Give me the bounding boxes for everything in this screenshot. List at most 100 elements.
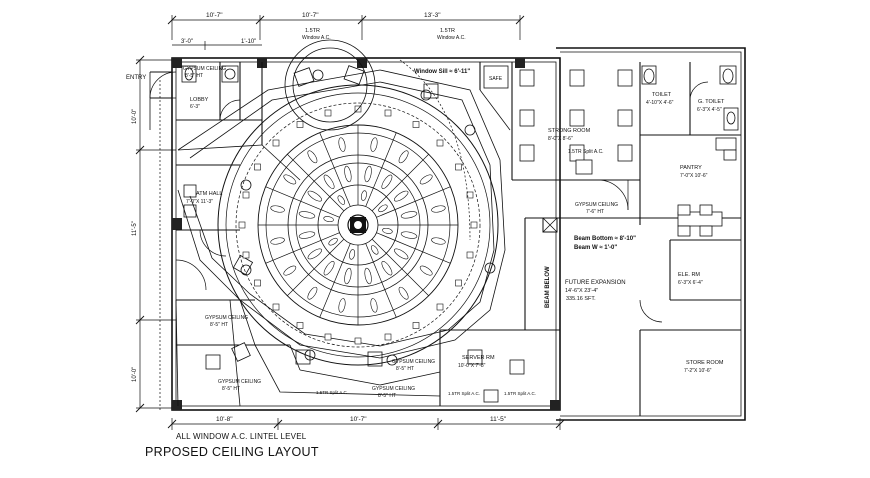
label-future-expansion: FUTURE EXPANSION [565,280,626,286]
ceiling-light-fixture [381,261,393,276]
label-gypsum-bottom2-ht: 8'-5" HT [378,393,396,399]
label-strong-room: STRONG ROOM [548,128,591,134]
ceiling-light-fixture [382,227,393,234]
ceiling-light-fixture [370,137,378,152]
label-gypsum-center: GYPSUM CEILING [392,359,435,365]
dim-top-1: 10'-7" [206,12,223,19]
ceiling-light-fixture [307,248,322,260]
label-window-sill: Window Sill ≈ 6'-11" [414,69,470,75]
label-server-rm: SERVER RM [462,355,495,361]
ceiling-light-fixture [400,211,418,219]
circular-ceiling-lights [238,105,478,345]
label-gypsum-top-ht: 8'-5" HT [185,73,203,79]
dim-bottom-2: 10'-7" [350,416,367,423]
cove-light-fixture [412,121,420,128]
ceiling-light-fixture [323,261,335,276]
label-beam-vertical: BEAM BELOW [545,266,551,308]
label-pantry-size: 7'-0"X 10'-6" [680,173,708,179]
dimension-ticks [135,15,565,429]
dim-bottom-3: 11'-5" [490,416,507,423]
small-ceiling-circles [240,39,496,366]
ceiling-radial-line [287,154,345,212]
label-split-ac: 1.5TR Split A.C. [568,149,604,155]
ceiling-light-fixture [419,174,433,185]
ceiling-light-fixture [298,211,316,219]
ceiling-bulkheads [175,69,511,407]
cove-light-fixture [238,221,246,229]
dim-left-3: 10'-0" [132,367,138,382]
ceiling-light-fixture [307,150,318,164]
plan-labels: 10'-7" 10'-7" 13'-3" 3'-0" 1'-10" 10'-0"… [126,12,725,423]
partitions [176,62,741,416]
cove-light-fixture [296,322,304,329]
label-gypsum-mid-ht: 7'-6" HT [586,209,604,215]
label-store-room-size: 7'-2"X 10'-6" [684,368,712,374]
cove-light-fixture [436,139,444,147]
ceiling-light-fixture [337,195,346,205]
ceiling-radial-line [376,232,451,264]
label-store-room: STORE ROOM [686,360,724,366]
ceiling-light-fixture [349,249,356,260]
ceiling-light-fixture [370,245,379,255]
ceiling-light-fixture [360,190,367,201]
toilet-fixtures [181,65,739,131]
columns [172,58,560,410]
ceiling-light-fixture [394,248,409,260]
label-atm-hall-size: 7'-0"X 11'-3" [186,199,213,205]
ceiling-light-fixture [307,190,322,202]
cove-light-fixture [272,303,280,311]
cove-light-fixture [254,279,261,287]
drawing-note: ALL WINDOW A.C. LINTEL LEVEL [176,432,307,441]
label-strong-room-size: 8'-0"X 8'-6" [548,136,573,142]
label-entry: ENTRY [126,75,146,81]
label-ac-1b: Window A.C. [302,35,331,41]
ceiling-light-fixture [323,216,334,223]
ceiling-light-fixture [283,265,297,276]
ceiling-radial-line [287,238,345,296]
cove-light-fixture [296,121,304,128]
label-gypsum-bottom2: GYPSUM CEILING [372,386,415,392]
label-split-ac-3: 1.5TR Split A.C. [448,391,480,396]
label-future-size: 14'-6"X 23'-4" [565,288,598,294]
ceiling-light-fixture [370,298,378,313]
label-lobby-size: 6'-3" [190,104,200,110]
ceiling-light-fixture [270,237,285,245]
dim-sub-1: 3'-0" [181,39,193,45]
ceiling-radial-line [319,132,351,207]
ceiling-light-fixture [364,165,372,183]
label-pantry: PANTRY [680,165,702,171]
label-split-ac-4: 1.5TR Split A.C. [504,391,536,396]
label-beam-bottom: Beam Bottom ≈ 8'-10" [574,236,636,242]
label-g-toilet: G. TOILET [698,99,725,105]
ceiling-light-fixture [323,174,335,189]
cove-light-fixture [254,163,261,171]
pantry-furniture [677,137,737,237]
cove-light-fixture [455,163,462,171]
cove-light-fixture [354,337,362,345]
ceiling-radial-line [265,186,340,218]
dim-top-3: 13'-3" [424,12,441,19]
label-gypsum-mid: GYPSUM CEILING [575,202,618,208]
label-elec-rm: ELE. RM [678,272,700,278]
cove-light-fixture [242,251,250,259]
dim-left-1: 10'-0" [132,109,138,124]
label-lobby: LOBBY [190,97,209,103]
label-toilet: TOILET [652,92,672,98]
ceiling-light-fixture [328,237,338,246]
ceiling-light-fixture [398,286,409,300]
cove-light-fixture [242,191,250,199]
label-beam-width: Beam W ≈ 1'-0" [574,245,617,251]
cove-light-fixture [272,139,280,147]
circular-ceiling-radials [258,125,458,325]
cove-light-fixture [384,333,392,341]
cove-light-fixture [455,279,462,287]
ceiling-light-fixture [394,190,409,202]
ceiling-light-fixture [307,286,318,300]
label-safe: SAFE [489,76,503,82]
ceiling-light-fixture [364,267,372,285]
ceiling-radial-line [365,132,397,207]
dim-left-2: 11'-5" [132,221,138,236]
cove-light-fixture [470,221,478,229]
ceiling-light-fixture [400,231,418,239]
cove-light-fixture [466,191,474,199]
